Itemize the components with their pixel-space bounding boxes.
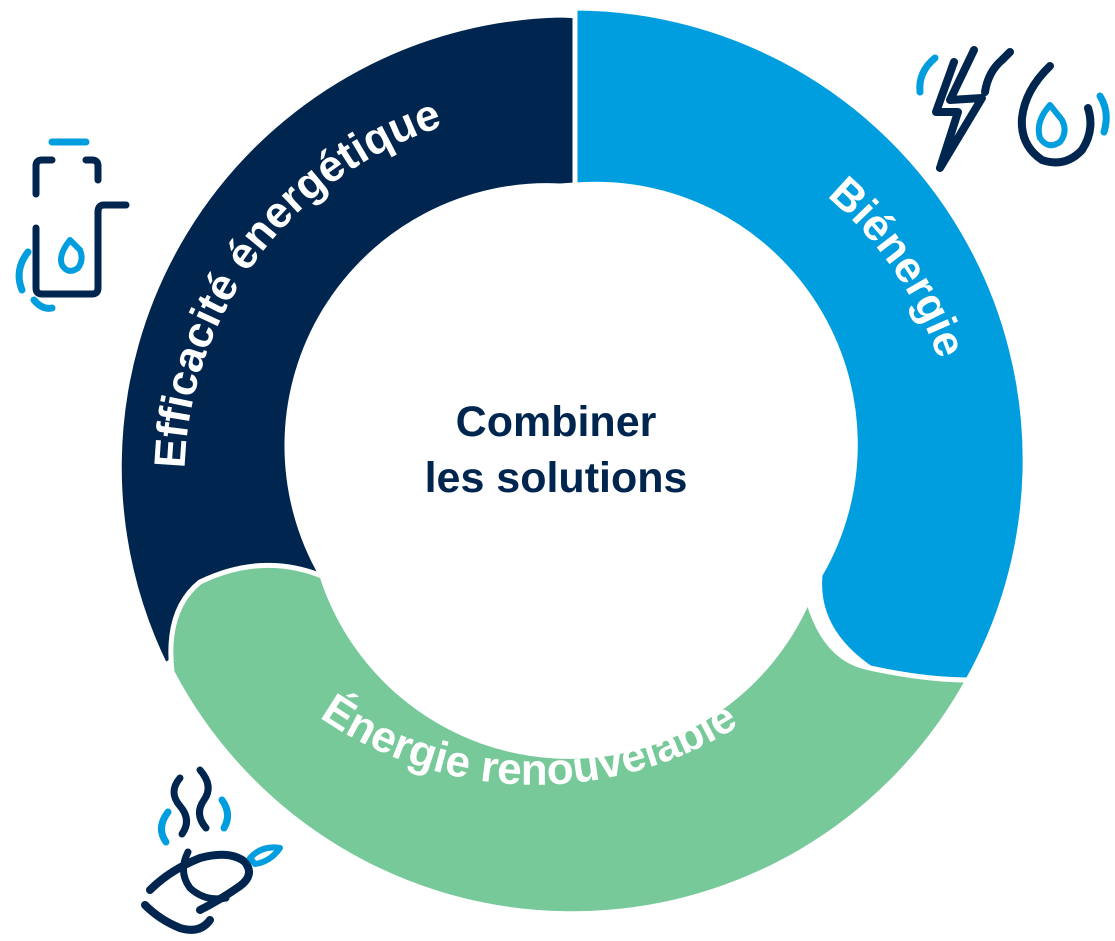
burning-log-icon: [141, 766, 283, 934]
battery-water-drop-icon: [15, 138, 130, 312]
center-title-line2: les solutions: [425, 454, 688, 502]
center-title-line1: Combiner: [456, 398, 657, 446]
ring: [116, 5, 1028, 917]
lightning-water-drop-icon: [916, 46, 1110, 172]
segment-renouvelable: [168, 562, 973, 917]
